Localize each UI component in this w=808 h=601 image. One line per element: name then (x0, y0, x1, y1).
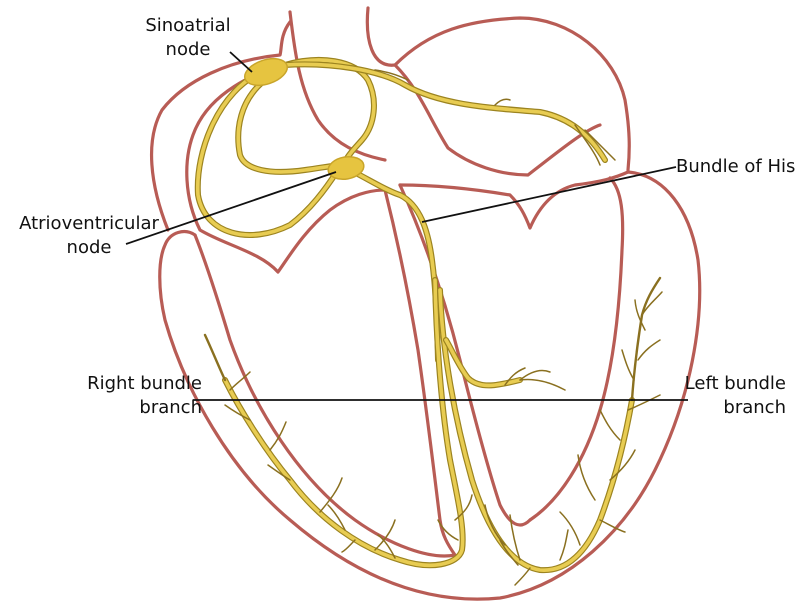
bundle-of-his (350, 170, 438, 360)
sinoatrial-node-label: Sinoatrial node (140, 14, 236, 62)
left-ventricle-inner-wall (530, 178, 623, 520)
left-bundle-branch-label: Left bundle branch (666, 372, 786, 420)
left-bundle-branch (440, 290, 632, 570)
bundle-of-his-label: Bundle of His (676, 155, 795, 179)
atrioventricular-node-label: Atrioventricular node (4, 212, 174, 260)
septum-right-edge (385, 190, 455, 555)
nodes (241, 54, 365, 182)
his-leader (422, 167, 676, 222)
right-bundle-branch-label: Right bundle branch (52, 372, 202, 420)
internodal-upper-path (285, 60, 374, 162)
